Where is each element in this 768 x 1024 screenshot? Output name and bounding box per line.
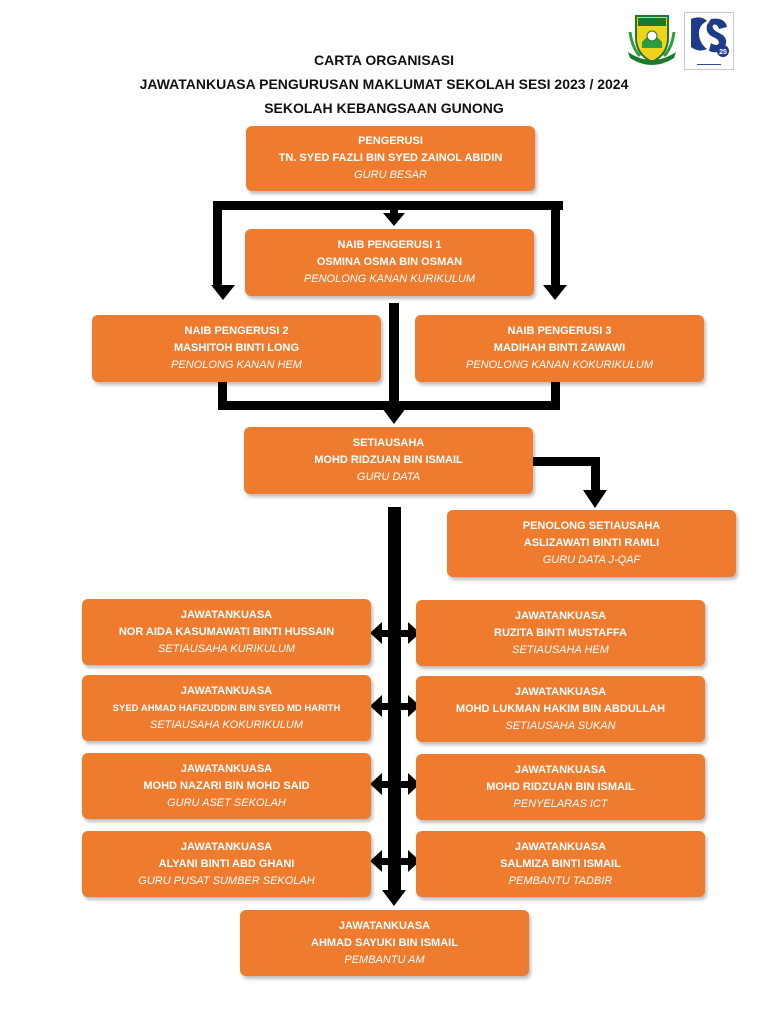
box-name: MOHD LUKMAN HAKIM BIN ABDULLAH: [455, 702, 666, 715]
box-position: PENYELARAS ICT: [513, 797, 608, 810]
lower-bracket-bar: [218, 401, 560, 410]
box-position: GURU DATA: [356, 471, 421, 483]
double-arrow-row-1: [370, 622, 420, 644]
arrow-to-secretary: [382, 408, 406, 424]
box-name: NOR AIDA KASUMAWATI BINTI HUSSAIN: [118, 625, 335, 638]
box-name: MADIHAH BINTI ZAWAWI: [493, 342, 626, 354]
double-arrow-row-2: [370, 695, 420, 717]
committee-box: JAWATANKUASA MOHD RIDZUAN BIN ISMAIL PEN…: [416, 754, 705, 820]
box-role: JAWATANKUASA: [180, 608, 273, 621]
program-badge-icon: 25 ▬▬▬▬▬▬▬▬: [684, 12, 734, 70]
chairman-box: PENGERUSI TN. SYED FAZLI BIN SYED ZAINOL…: [246, 126, 535, 191]
box-role: JAWATANKUASA: [180, 684, 273, 697]
assistant-secretary-box: PENOLONG SETIAUSAHA ASLIZAWATI BINTI RAM…: [447, 510, 736, 577]
chart-title: CARTA ORGANISASI JAWATANKUASA PENGURUSAN…: [0, 48, 768, 120]
committee-box: JAWATANKUASA MOHD LUKMAN HAKIM BIN ABDUL…: [416, 676, 705, 742]
box-role: JAWATANKUASA: [514, 763, 607, 776]
double-arrow-row-4: [370, 850, 420, 872]
box-position: GURU PUSAT SUMBER SEKOLAH: [138, 874, 315, 887]
box-name: MOHD RIDZUAN BIN ISMAIL: [314, 454, 463, 466]
title-line-2: JAWATANKUASA PENGURUSAN MAKLUMAT SEKOLAH…: [139, 76, 629, 92]
box-position: SETIAUSAHA HEM: [512, 643, 609, 656]
box-position: SETIAUSAHA KURIKULUM: [157, 642, 296, 655]
arrow-to-last-committee: [382, 890, 406, 906]
box-role: JAWATANKUASA: [514, 609, 607, 622]
box-role: NAIB PENGERUSI 1: [337, 239, 442, 251]
right-branch-line: [551, 201, 560, 287]
box-role: JAWATANKUASA: [514, 840, 607, 853]
box-role: JAWATANKUASA: [180, 762, 273, 775]
box-position: PENOLONG KANAN KURIKULUM: [303, 273, 476, 285]
title-line-3: SEKOLAH KEBANGSAAN GUNONG: [264, 100, 504, 116]
center-branch-line: [390, 206, 398, 216]
secretary-side-line: [533, 457, 600, 466]
box-name: SYED AHMAD HAFIZUDDIN BIN SYED MD HARITH: [112, 702, 341, 714]
box-name: SALMIZA BINTI ISMAIL: [500, 857, 621, 870]
box-name: MOHD NAZARI BIN MOHD SAID: [143, 779, 310, 792]
school-crest-icon: [626, 12, 678, 66]
box-role: PENGERUSI: [358, 135, 423, 147]
committee-box: JAWATANKUASA SALMIZA BINTI ISMAIL PEMBAN…: [416, 831, 705, 897]
box-position: PENOLONG KANAN HEM: [171, 359, 302, 371]
arrow-to-vice-3: [543, 285, 567, 300]
committee-box: JAWATANKUASA RUZITA BINTI MUSTAFFA SETIA…: [416, 600, 705, 666]
assistant-drop-line: [591, 457, 600, 493]
box-position: PEMBANTU AM: [344, 953, 425, 966]
box-position: GURU DATA J-QAF: [542, 554, 641, 566]
logo-area: 25 ▬▬▬▬▬▬▬▬: [626, 12, 734, 70]
committee-box: JAWATANKUASA SYED AHMAD HAFIZUDDIN BIN S…: [82, 675, 371, 741]
vice3-drop-line: [551, 380, 560, 410]
box-name: TN. SYED FAZLI BIN SYED ZAINOL ABIDIN: [278, 152, 503, 164]
main-trunk-line: [388, 507, 401, 893]
committee-box: JAWATANKUASA AHMAD SAYUKI BIN ISMAIL PEM…: [240, 910, 529, 976]
badge-number: 25: [719, 49, 727, 56]
vice-chair-1-box: NAIB PENGERUSI 1 OSMINA OSMA BIN OSMAN P…: [245, 229, 534, 296]
box-position: SETIAUSAHA SUKAN: [505, 719, 616, 732]
badge-caption-decoration: ▬▬▬▬▬▬▬▬: [697, 63, 721, 66]
box-role: PENOLONG SETIAUSAHA: [522, 520, 661, 532]
box-role: NAIB PENGERUSI 2: [184, 325, 289, 337]
box-name: ASLIZAWATI BINTI RAMLI: [523, 537, 660, 549]
double-arrow-row-3: [370, 773, 420, 795]
box-position: PEMBANTU TADBIR: [508, 874, 613, 887]
box-name: ALYANI BINTI ABD GHANI: [158, 857, 295, 870]
arrow-to-vice-2: [211, 285, 235, 300]
box-role: JAWATANKUASA: [180, 840, 273, 853]
vice-chair-3-box: NAIB PENGERUSI 3 MADIHAH BINTI ZAWAWI PE…: [415, 315, 704, 382]
box-role: SETIAUSAHA: [352, 437, 425, 449]
arrow-to-assistant-secretary: [583, 490, 607, 508]
box-name: MASHITOH BINTI LONG: [173, 342, 300, 354]
committee-box: JAWATANKUASA ALYANI BINTI ABD GHANI GURU…: [82, 831, 371, 897]
box-role: NAIB PENGERUSI 3: [507, 325, 612, 337]
box-position: GURU ASET SEKOLAH: [167, 796, 286, 809]
left-branch-line: [213, 201, 222, 287]
committee-box: JAWATANKUASA NOR AIDA KASUMAWATI BINTI H…: [82, 599, 371, 665]
box-role: JAWATANKUASA: [514, 685, 607, 698]
secretary-box: SETIAUSAHA MOHD RIDZUAN BIN ISMAIL GURU …: [244, 427, 533, 494]
committee-box: JAWATANKUASA MOHD NAZARI BIN MOHD SAID G…: [82, 753, 371, 819]
box-name: RUZITA BINTI MUSTAFFA: [494, 626, 627, 639]
vice-chair-2-box: NAIB PENGERUSI 2 MASHITOH BINTI LONG PEN…: [92, 315, 381, 382]
vice2-drop-line: [218, 380, 227, 410]
box-position: PENOLONG KANAN KOKURIKULUM: [465, 359, 654, 371]
box-name: OSMINA OSMA BIN OSMAN: [316, 256, 463, 268]
arrow-to-vice-1: [383, 213, 405, 226]
title-line-1: CARTA ORGANISASI: [314, 52, 454, 68]
box-role: JAWATANKUASA: [338, 919, 431, 932]
box-position: GURU BESAR: [354, 169, 427, 181]
trunk-vice1-to-secretary: [389, 303, 399, 411]
box-name: MOHD RIDZUAN BIN ISMAIL: [486, 780, 635, 793]
box-name: AHMAD SAYUKI BIN ISMAIL: [311, 936, 458, 949]
top-bracket-bar: [213, 201, 563, 210]
box-position: SETIAUSAHA KOKURIKULUM: [149, 718, 303, 731]
